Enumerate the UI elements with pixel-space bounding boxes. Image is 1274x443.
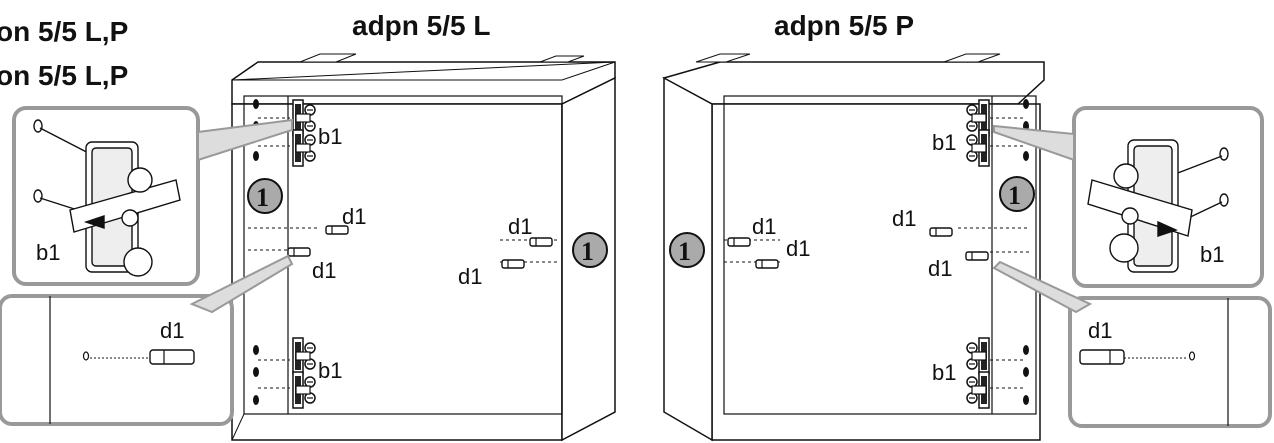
right-hinge-callout: b1 bbox=[993, 106, 1264, 288]
top-left-title-line1: on 5/5 L,P bbox=[0, 16, 129, 47]
dowel-label: d1 bbox=[1088, 318, 1112, 343]
dowel-label: d1 bbox=[508, 214, 532, 239]
step-number: 1 bbox=[1008, 181, 1021, 210]
hinge-label: b1 bbox=[932, 130, 956, 155]
step-number: 1 bbox=[678, 237, 691, 266]
dowel-label: d1 bbox=[458, 264, 482, 289]
left-cabinet-title: adpn 5/5 L bbox=[352, 10, 491, 41]
right-cabinet: 1 1 b1 b1 d1 d1 d1 d1 bbox=[662, 53, 1045, 442]
top-left-title-line2: on 5/5 L,P bbox=[0, 60, 129, 91]
right-cabinet-title: adpn 5/5 P bbox=[774, 10, 915, 41]
hinge-label: b1 bbox=[318, 124, 342, 149]
dowel-label: d1 bbox=[892, 206, 916, 231]
right-dowel-callout: d1 bbox=[992, 260, 1272, 428]
dowel-label: d1 bbox=[928, 256, 952, 281]
dowel-label: d1 bbox=[312, 258, 336, 283]
dowel-label: d1 bbox=[160, 318, 184, 343]
dowel-label: d1 bbox=[342, 204, 366, 229]
hinge-label: b1 bbox=[318, 358, 342, 383]
step-number: 1 bbox=[256, 183, 269, 212]
left-hinge-callout: b1 bbox=[12, 106, 293, 286]
dowel-label: d1 bbox=[786, 236, 810, 261]
step-number: 1 bbox=[581, 237, 594, 266]
hinge-label: b1 bbox=[932, 360, 956, 385]
left-dowel-callout: d1 bbox=[0, 254, 294, 426]
left-cabinet: 1 1 b1 b1 d1 d1 d1 d1 bbox=[231, 53, 616, 442]
hinge-label: b1 bbox=[36, 240, 60, 265]
dowel-label: d1 bbox=[752, 214, 776, 239]
hinge-label: b1 bbox=[1200, 242, 1224, 267]
